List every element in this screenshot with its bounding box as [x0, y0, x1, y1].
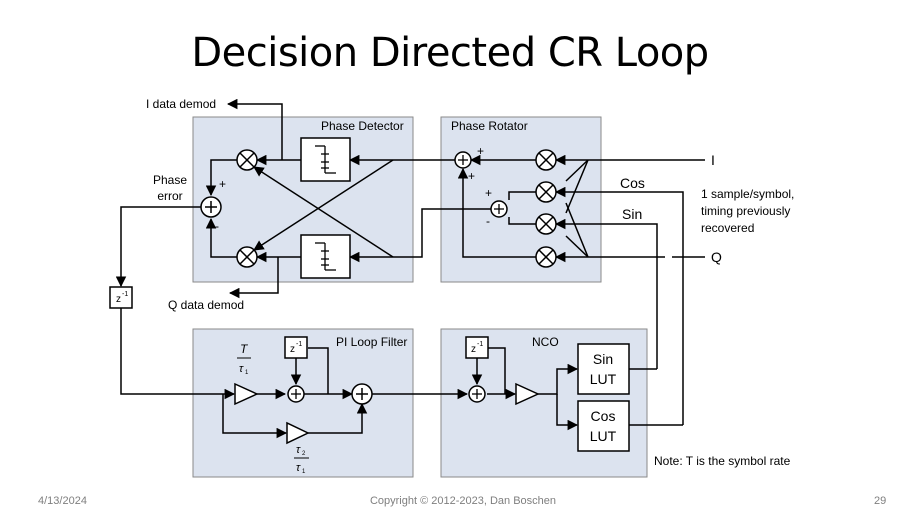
svg-text:Cos: Cos [591, 408, 616, 424]
note-line-1: 1 sample/symbol, [701, 187, 794, 201]
rot-adder-i-plus2: + [468, 169, 475, 183]
phase-rotator-label: Phase Rotator [451, 119, 528, 133]
svg-text:2: 2 [302, 451, 306, 457]
nco-label: NCO [532, 335, 559, 349]
rot-adder-q-plus: + [485, 186, 492, 200]
phase-detector-label: Phase Detector [321, 119, 404, 133]
svg-text:LUT: LUT [590, 371, 617, 387]
gain-tau2-over-tau1: τ 2 τ 1 [294, 444, 309, 475]
delay-z1-nco: z -1 [465, 336, 489, 359]
rot-multiplier-2 [535, 181, 557, 203]
rot-multiplier-1 [535, 149, 557, 171]
footer-page-number: 29 [874, 495, 887, 507]
svg-text:1: 1 [302, 469, 306, 475]
gain-t-over-tau1: T τ 1 [237, 342, 251, 376]
rot-multiplier-3 [535, 213, 557, 235]
svg-text:z: z [116, 294, 121, 305]
svg-text:τ: τ [239, 363, 244, 375]
rot-adder-i-plus1: + [477, 144, 484, 158]
phase-adder-plus: + [219, 177, 226, 191]
integral-gain [286, 421, 310, 445]
delay-z1-main: z -1 [109, 286, 133, 309]
i-data-demod-label: I data demod [146, 97, 216, 111]
q-data-demod-label: Q data demod [168, 298, 244, 312]
svg-text:-1: -1 [296, 341, 302, 348]
symbol-rate-note: Note: T is the symbol rate [654, 454, 791, 468]
sin-label: Sin [622, 206, 642, 222]
svg-text:z: z [290, 344, 295, 355]
pd-multiplier-bottom [236, 246, 258, 268]
svg-text:T: T [240, 342, 249, 356]
svg-text:LUT: LUT [590, 428, 617, 444]
svg-text:τ: τ [296, 462, 301, 474]
i-slicer [300, 137, 351, 182]
cos-label: Cos [620, 175, 645, 191]
svg-text:-1: -1 [477, 341, 483, 348]
footer-copyright: Copyright © 2012-2023, Dan Boschen [369, 495, 557, 507]
phase-adder-minus: - [215, 219, 219, 233]
svg-text:1: 1 [245, 370, 249, 376]
rot-adder-q [490, 200, 508, 218]
footer-date: 4/13/2024 [38, 495, 87, 507]
q-input-label: Q [711, 249, 722, 265]
i-input-label: I [711, 152, 715, 168]
svg-text:-1: -1 [122, 291, 128, 298]
pd-multiplier-top [236, 149, 258, 171]
sin-lut: Sin LUT [577, 343, 630, 395]
signal-wires [115, 98, 705, 439]
note-line-2: timing previously [701, 204, 790, 218]
pi-loop-filter-label: PI Loop Filter [336, 335, 407, 349]
phase-error-adder [200, 196, 222, 218]
svg-text:τ: τ [296, 444, 301, 456]
slide-title: Decision Directed CR Loop [191, 30, 709, 76]
q-slicer [300, 234, 351, 279]
rot-multiplier-4 [535, 246, 557, 268]
phase-rotator-block [440, 116, 602, 283]
cos-lut: Cos LUT [577, 400, 630, 452]
nco-gain [515, 382, 540, 406]
pi-output-adder [351, 383, 373, 405]
nco-accumulator-adder [468, 385, 486, 403]
integrator-adder [287, 385, 305, 403]
proportional-gain [234, 382, 259, 406]
phase-error-label-2: error [157, 189, 182, 203]
phase-error-label-1: Phase [153, 173, 187, 187]
rot-adder-i [454, 151, 472, 169]
svg-text:z: z [471, 344, 476, 355]
svg-text:Sin: Sin [593, 351, 613, 367]
delay-z1-filter: z -1 [284, 336, 308, 359]
rot-adder-q-minus: - [486, 214, 490, 228]
note-line-3: recovered [701, 221, 754, 235]
